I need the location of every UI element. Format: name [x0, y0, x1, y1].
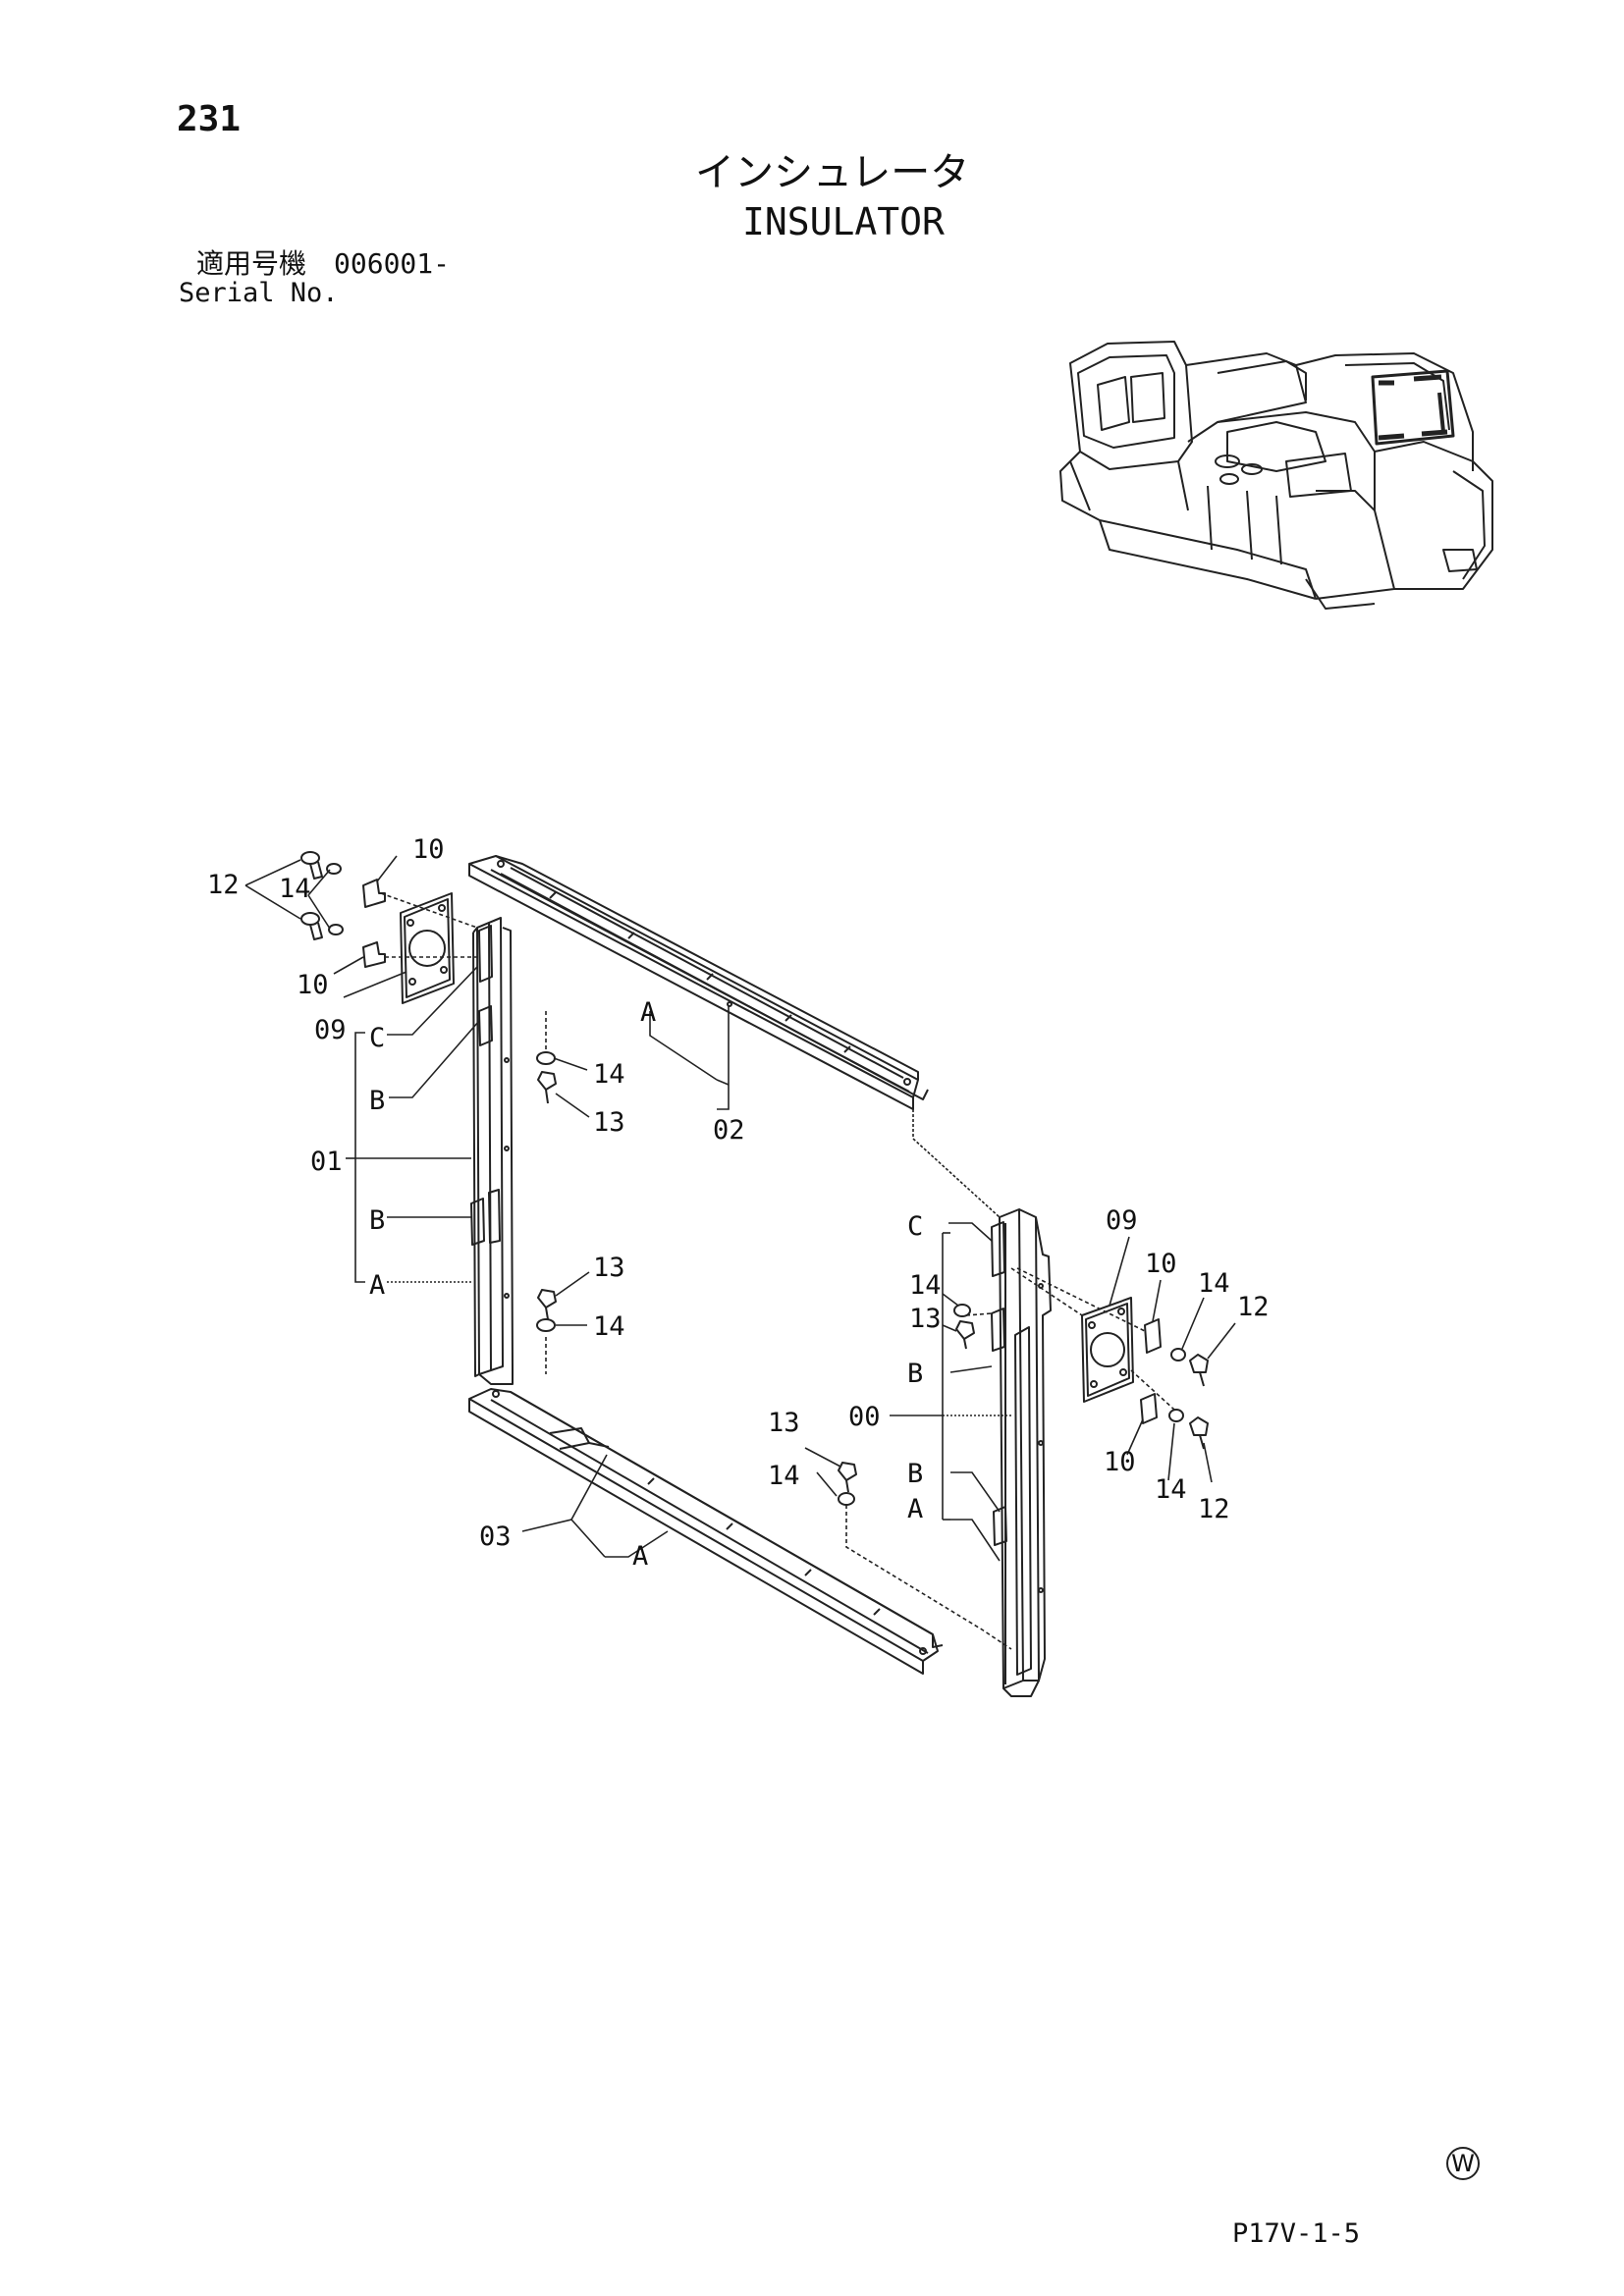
callout-12: 12 — [1198, 1494, 1230, 1524]
leader-lines — [244, 855, 1236, 1650]
bracket-10-mid — [362, 941, 386, 968]
callout-09: 09 — [1106, 1205, 1138, 1236]
bolt-13-b — [537, 1289, 557, 1320]
callout-C: C — [369, 1023, 385, 1053]
bolt-13-d — [955, 1320, 975, 1350]
washer-14-c — [838, 1492, 855, 1506]
callout-A: A — [640, 997, 656, 1028]
page-number: 231 — [177, 99, 242, 139]
callout-00: 00 — [848, 1402, 881, 1432]
callout-14: 14 — [909, 1270, 942, 1301]
bolt-13-c — [838, 1462, 857, 1493]
callout-14: 14 — [279, 874, 311, 904]
serial-number-value: 006001- — [334, 247, 451, 280]
callout-01: 01 — [310, 1147, 343, 1177]
callout-13: 13 — [909, 1304, 942, 1334]
washer-14-d — [953, 1304, 971, 1317]
right-plate-09 — [1081, 1297, 1134, 1403]
callout-03: 03 — [479, 1522, 512, 1552]
washer-14-top-a — [326, 863, 342, 875]
callout-14: 14 — [1198, 1268, 1230, 1299]
bracket-10-right-bottom — [1140, 1393, 1158, 1424]
callout-10: 10 — [297, 970, 329, 1000]
callout-12: 12 — [1237, 1292, 1270, 1322]
callout-C: C — [907, 1211, 923, 1242]
callout-A: A — [632, 1541, 648, 1572]
w-mark-icon: W — [1446, 2147, 1480, 2180]
right-vertical-insulator — [991, 1208, 1052, 1697]
bolt-12-right-a — [1189, 1354, 1209, 1387]
washer-14-b — [536, 1318, 556, 1332]
callout-10: 10 — [1145, 1249, 1177, 1279]
callout-14: 14 — [593, 1059, 625, 1090]
machine-thumbnail — [1059, 341, 1493, 610]
bolt-12-top-b — [300, 912, 323, 940]
callout-B: B — [907, 1359, 923, 1389]
callout-02: 02 — [713, 1115, 745, 1146]
bracket-10-right-top — [1144, 1318, 1162, 1354]
washer-14-top-b — [328, 924, 344, 935]
washer-14-right-a — [1170, 1348, 1186, 1362]
callout-B: B — [907, 1459, 923, 1489]
washer-14-right-b — [1168, 1409, 1184, 1422]
bottom-horizontal-insulator — [468, 1388, 944, 1675]
washer-14-a — [536, 1051, 556, 1065]
bolt-13-a — [537, 1071, 557, 1104]
page-title-english: INSULATOR — [742, 200, 945, 243]
callout-labels: 12 14 10 10 09 C B 01 B A 14 13 13 14 A … — [207, 834, 1270, 1572]
callout-09: 09 — [314, 1015, 347, 1045]
serial-label-japanese: 適用号機 — [196, 247, 307, 280]
callout-13: 13 — [593, 1107, 625, 1138]
callout-A: A — [907, 1494, 923, 1524]
callout-B: B — [369, 1205, 385, 1236]
callout-12: 12 — [207, 870, 240, 900]
callout-B: B — [369, 1086, 385, 1116]
callout-13: 13 — [768, 1408, 800, 1438]
top-horizontal-insulator — [468, 855, 929, 1110]
callout-10: 10 — [1104, 1447, 1136, 1477]
callout-14: 14 — [593, 1311, 625, 1342]
left-vertical-insulator — [470, 917, 514, 1385]
callout-10: 10 — [412, 834, 445, 865]
callout-A: A — [369, 1270, 385, 1301]
callout-14: 14 — [1155, 1474, 1187, 1505]
page-title-japanese: インシュレータ — [695, 150, 970, 195]
drawing-code: P17V-1-5 — [1232, 2218, 1361, 2249]
callout-13: 13 — [593, 1253, 625, 1283]
callout-14: 14 — [768, 1461, 800, 1491]
bracket-10-top — [362, 879, 386, 908]
serial-label-english: Serial No. — [179, 278, 339, 308]
bolt-12-top-a — [300, 851, 323, 880]
bolt-12-right-b — [1189, 1416, 1209, 1450]
